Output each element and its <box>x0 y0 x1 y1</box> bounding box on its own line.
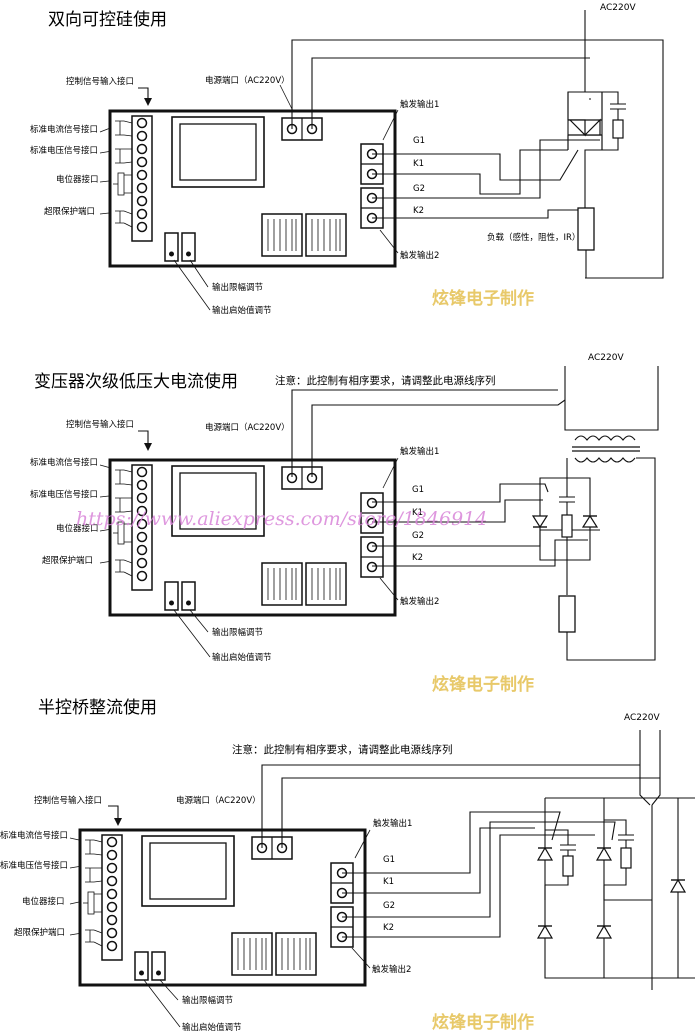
section-1: 双向可控硅使用 控制信号输入接口 电源端口（AC220V） 标准电流信号接口 标… <box>30 3 664 316</box>
transformer-symbol <box>564 366 659 661</box>
control-input-arrow <box>138 87 149 102</box>
k1-label: K1 <box>413 159 424 169</box>
leader-line <box>379 577 399 601</box>
leader-lines <box>173 609 211 658</box>
g1-label: G1 <box>383 855 395 865</box>
start-adjust-label: 输出启始值调节 <box>212 652 272 663</box>
trigger1-label: 触发输出1 <box>373 818 412 829</box>
power-port-label: 电源端口（AC220V） <box>205 75 290 86</box>
power-wires <box>291 389 566 477</box>
current-signal-label: 标准电流信号接口 <box>0 830 68 841</box>
trigger1-label: 触发输出1 <box>400 446 439 457</box>
arrow-head <box>144 443 152 451</box>
power-port-label: 电源端口（AC220V） <box>205 422 290 433</box>
leader-line <box>354 829 371 859</box>
power-wires <box>261 730 661 990</box>
brand-watermark: 炫锋电子制作 <box>432 288 534 309</box>
triac-symbol <box>567 92 603 210</box>
start-adjust-label: 输出启始值调节 <box>182 1022 242 1033</box>
anti-parallel-scr <box>532 472 599 595</box>
arrow-head <box>144 98 152 106</box>
brand-watermark: 炫锋电子制作 <box>432 674 534 695</box>
k2-label: K2 <box>383 923 394 933</box>
power-port-label: 电源端口（AC220V） <box>176 795 261 806</box>
g1-label: G1 <box>413 136 425 146</box>
leader-line <box>382 457 399 489</box>
control-input-label: 控制信号输入接口 <box>66 419 134 430</box>
supply-label: AC220V <box>600 3 636 13</box>
overlimit-label: 超限保护端口 <box>14 927 65 938</box>
leader-line <box>382 109 399 141</box>
potentiometer-label: 电位器接口 <box>22 896 65 907</box>
voltage-signal-label: 标准电压信号接口 <box>30 489 98 500</box>
potentiometer-label: 电位器接口 <box>56 174 99 185</box>
k1-label: K1 <box>412 508 423 518</box>
supply-label: AC220V <box>624 713 660 723</box>
load-resistor <box>558 595 576 633</box>
control-input-arrow <box>138 430 149 447</box>
controller-board <box>78 828 367 987</box>
start-adjust-label: 输出启始值调节 <box>212 305 272 316</box>
phase-note: 注意：此控制有相序要求，请调整此电源线序列 <box>275 374 496 387</box>
section-1-title: 双向可控硅使用 <box>48 9 167 30</box>
limit-adjust-label: 输出限幅调节 <box>212 627 264 638</box>
control-input-label: 控制信号输入接口 <box>34 795 102 806</box>
url-watermark: https://www.aliexpress.com/store/1846914 <box>76 508 487 530</box>
section-2: 变压器次级低压大电流使用 注意：此控制有相序要求，请调整此电源线序列 AC220… <box>30 353 659 695</box>
phase-note: 注意：此控制有相序要求，请调整此电源线序列 <box>232 743 453 756</box>
current-signal-label: 标准电流信号接口 <box>30 124 98 135</box>
g2-label: G2 <box>412 531 424 541</box>
k2-label: K2 <box>412 553 423 563</box>
controller-board <box>108 458 397 617</box>
leader-line <box>379 229 399 254</box>
scr-up <box>581 514 599 528</box>
limit-adjust-label: 输出限幅调节 <box>182 995 234 1006</box>
controller-board <box>108 109 397 268</box>
half-controlled-bridge <box>536 797 695 979</box>
leader-line <box>351 947 371 969</box>
limit-adjust-label: 输出限幅调节 <box>212 282 264 293</box>
trigger2-label: 触发输出2 <box>372 964 411 975</box>
k1-label: K1 <box>383 877 394 887</box>
g1-label: G1 <box>412 485 424 495</box>
power-wires <box>291 10 664 279</box>
trigger2-label: 触发输出2 <box>400 596 439 607</box>
snubber-rc <box>602 91 626 151</box>
section-3-title: 半控桥整流使用 <box>38 697 157 718</box>
control-input-arrow <box>108 805 119 822</box>
arrow-head <box>114 818 122 826</box>
load-label: 负载（感性，阻性，IR） <box>487 232 580 243</box>
potentiometer-label: 电位器接口 <box>56 523 99 534</box>
current-signal-label: 标准电流信号接口 <box>30 457 98 468</box>
g2-label: G2 <box>383 901 395 911</box>
overlimit-label: 超限保护端口 <box>42 555 93 566</box>
control-input-label: 控制信号输入接口 <box>66 76 134 87</box>
trigger1-label: 触发输出1 <box>400 99 439 110</box>
load-resistor <box>577 207 595 251</box>
trigger2-label: 触发输出2 <box>400 250 439 261</box>
overlimit-label: 超限保护端口 <box>44 206 95 217</box>
voltage-signal-label: 标准电压信号接口 <box>0 860 68 871</box>
leader-lines <box>173 259 211 311</box>
section-2-title: 变压器次级低压大电流使用 <box>34 371 238 392</box>
supply-label: AC220V <box>588 353 624 363</box>
trigger-wires <box>342 811 616 938</box>
voltage-signal-label: 标准电压信号接口 <box>30 145 98 156</box>
leader-lines <box>143 979 181 1028</box>
trigger-wires <box>372 139 600 219</box>
section-3: 半控桥整流使用 AC220V 注意：此控制有相序要求，请调整此电源线序列 控制信… <box>0 697 695 1033</box>
trigger-wires <box>372 483 600 567</box>
brand-watermark: 炫锋电子制作 <box>432 1012 534 1033</box>
g2-label: G2 <box>413 184 425 194</box>
k2-label: K2 <box>413 206 424 216</box>
